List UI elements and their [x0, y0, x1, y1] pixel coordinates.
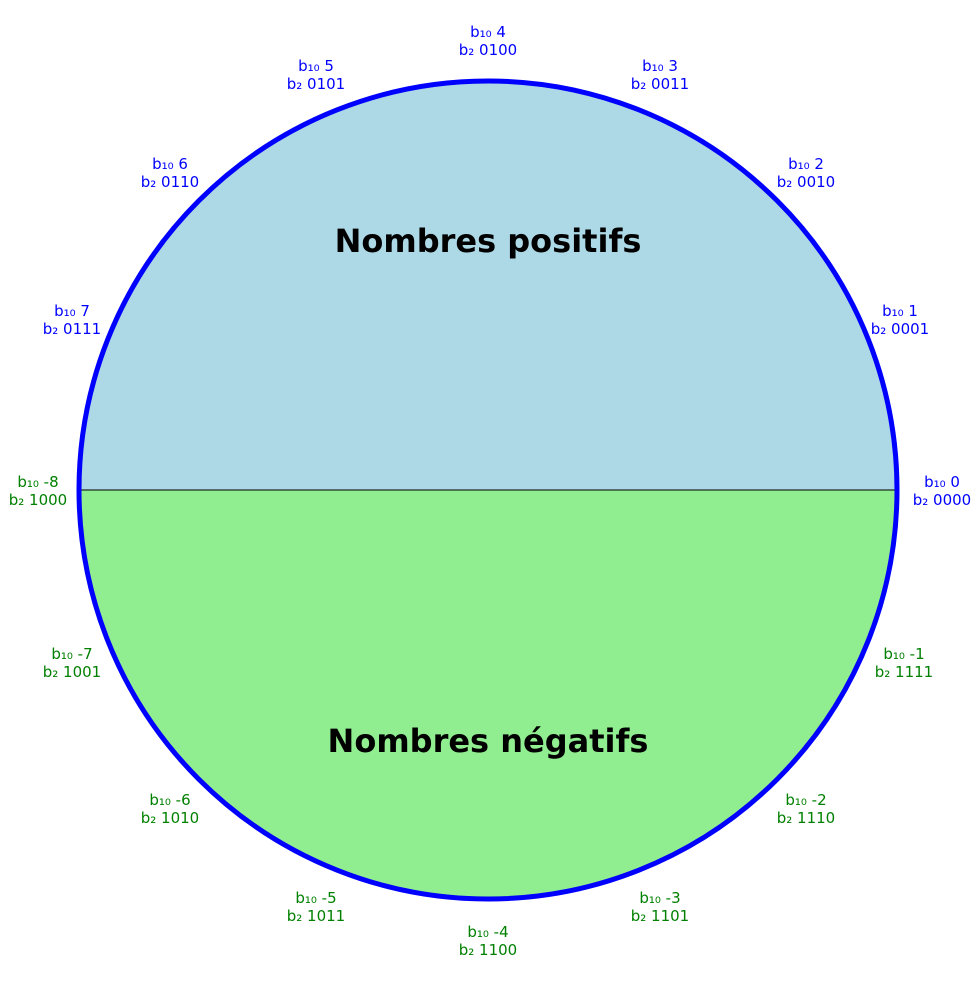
binary-label: b₂ 1110 — [777, 809, 835, 827]
binary-label: b₂ 1000 — [9, 491, 67, 509]
decimal-label: b₁₀ 6 — [152, 155, 188, 173]
binary-label: b₂ 1010 — [141, 809, 199, 827]
binary-label: b₂ 0010 — [777, 173, 835, 191]
decimal-label: b₁₀ 5 — [298, 57, 334, 75]
decimal-label: b₁₀ 4 — [470, 23, 506, 41]
binary-label: b₂ 1001 — [43, 663, 101, 681]
decimal-label: b₁₀ -2 — [785, 791, 826, 809]
binary-label: b₂ 0000 — [913, 491, 971, 509]
decimal-label: b₁₀ -8 — [17, 473, 58, 491]
binary-label: b₂ 0111 — [43, 320, 101, 338]
decimal-label: b₁₀ -6 — [149, 791, 190, 809]
binary-label: b₂ 0011 — [631, 75, 689, 93]
binary-label: b₂ 1100 — [459, 941, 517, 959]
decimal-label: b₁₀ 2 — [788, 155, 824, 173]
binary-label: b₂ 0101 — [287, 75, 345, 93]
positive-title: Nombres positifs — [335, 222, 642, 260]
decimal-label: b₁₀ -4 — [467, 923, 508, 941]
circle-outline — [76, 78, 900, 902]
decimal-label: b₁₀ -5 — [295, 889, 336, 907]
binary-label: b₂ 1101 — [631, 907, 689, 925]
binary-label: b₂ 0110 — [141, 173, 199, 191]
positive-half — [79, 81, 897, 490]
decimal-label: b₁₀ 1 — [882, 302, 918, 320]
binary-label: b₂ 0001 — [871, 320, 929, 338]
decimal-label: b₁₀ -3 — [639, 889, 680, 907]
binary-label: b₂ 0100 — [459, 41, 517, 59]
decimal-label: b₁₀ 7 — [54, 302, 90, 320]
binary-label: b₂ 1111 — [875, 663, 933, 681]
negative-half — [79, 490, 897, 899]
decimal-label: b₁₀ 3 — [642, 57, 678, 75]
decimal-label: b₁₀ -1 — [883, 645, 924, 663]
binary-label: b₂ 1011 — [287, 907, 345, 925]
decimal-label: b₁₀ -7 — [51, 645, 92, 663]
decimal-label: b₁₀ 0 — [924, 473, 960, 491]
negative-title: Nombres négatifs — [328, 722, 649, 760]
